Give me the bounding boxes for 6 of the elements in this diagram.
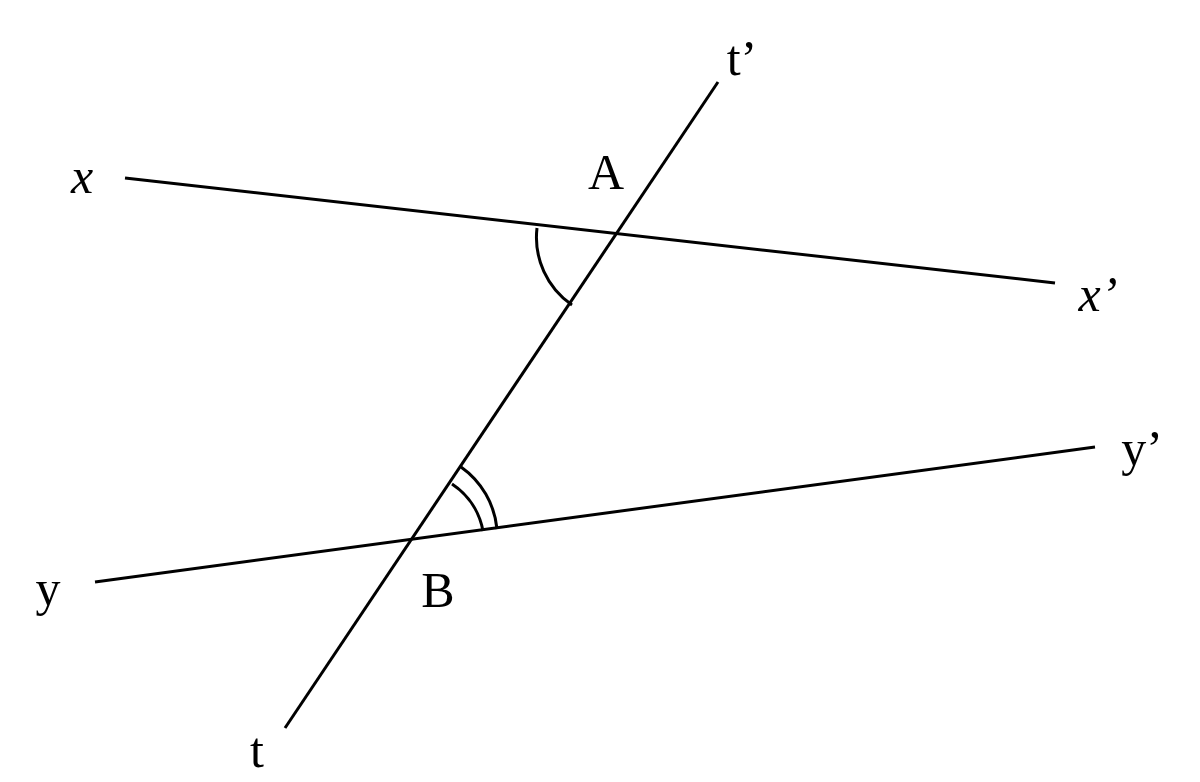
line-label: t’: [726, 33, 758, 83]
line-label: t: [250, 725, 264, 775]
line-label: x’: [1078, 269, 1118, 319]
point-label: A: [587, 147, 625, 197]
point-label: B: [421, 565, 455, 615]
line-label: x: [70, 151, 94, 201]
